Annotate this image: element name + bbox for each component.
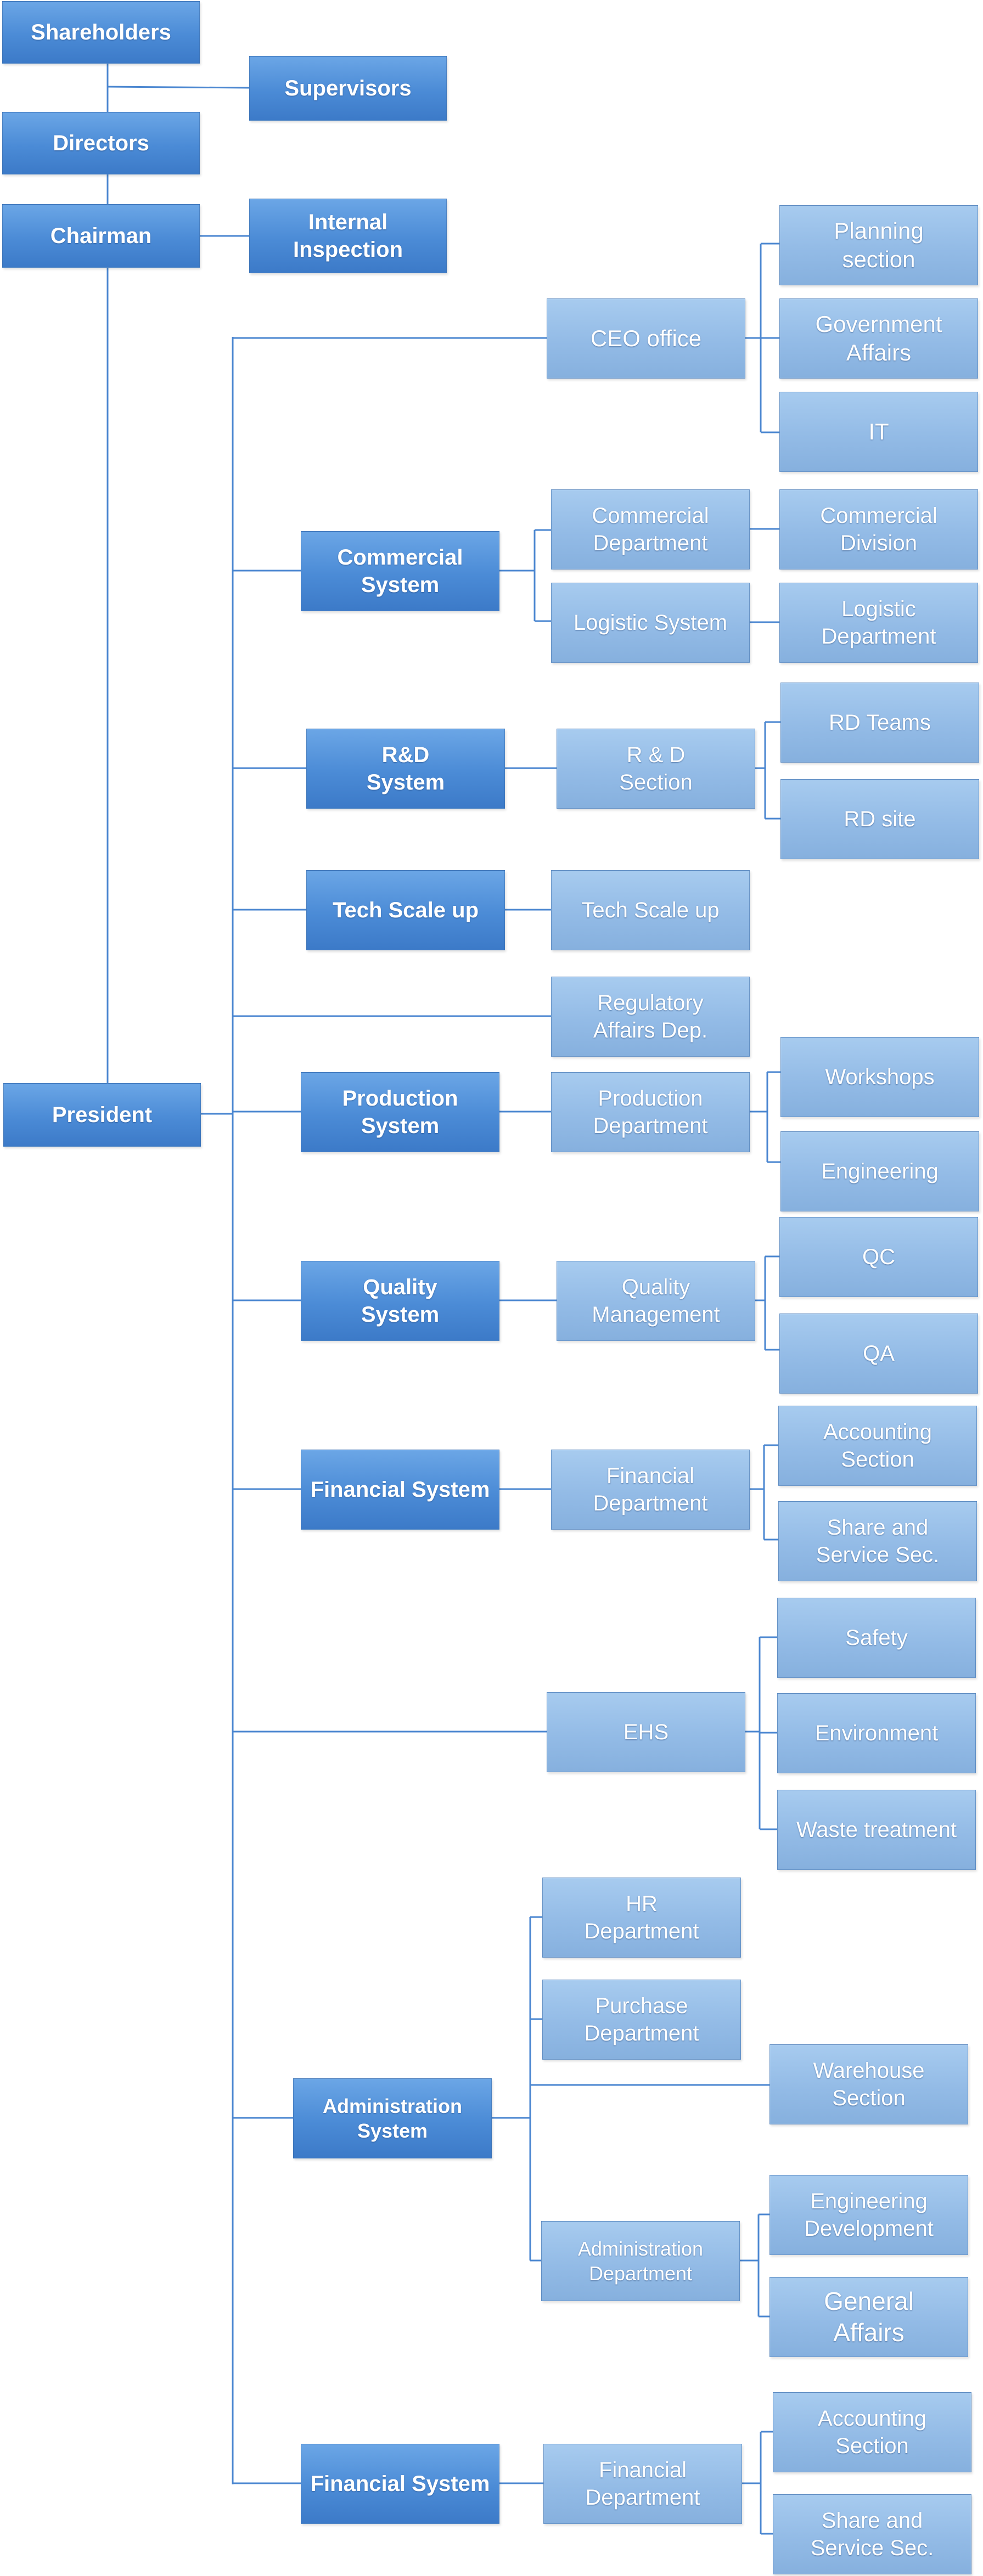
engineering-box: Engineering: [780, 1131, 979, 1211]
government-affairs-box: Government Affairs: [779, 298, 978, 379]
administration-system-box: Administration System: [293, 2078, 492, 2158]
hr-department-box: HR Department: [542, 1878, 741, 1958]
share-service-2-box: Share and Service Sec.: [773, 2494, 971, 2574]
it-box: IT: [779, 392, 978, 472]
rd-section-box: R & D Section: [557, 729, 755, 809]
commercial-division-box: Commercial Division: [779, 489, 978, 570]
financial-system-1-box: Financial System: [301, 1450, 499, 1530]
internal-inspection-box: Internal Inspection: [249, 199, 447, 273]
shareholders-box: Shareholders: [2, 1, 200, 64]
ceo-office-box: CEO office: [547, 298, 745, 379]
tech-scale-up-system-box: Tech Scale up: [306, 870, 505, 950]
regulatory-affairs-box: Regulatory Affairs Dep.: [551, 977, 750, 1057]
logistic-system-box: Logistic System: [551, 583, 750, 663]
engineering-development-box: Engineering Development: [769, 2175, 968, 2255]
qc-box: QC: [779, 1217, 978, 1297]
administration-department-box: Administration Department: [541, 2221, 740, 2301]
president-box: President: [3, 1083, 201, 1147]
quality-management-box: Quality Management: [557, 1261, 755, 1341]
waste-treatment-box: Waste treatment: [777, 1790, 976, 1870]
connector-line: [107, 86, 250, 89]
qa-box: QA: [779, 1314, 978, 1394]
quality-system-box: Quality System: [301, 1261, 499, 1341]
production-department-box: Production Department: [551, 1072, 750, 1152]
rd-site-box: RD site: [780, 779, 979, 859]
financial-system-2-box: Financial System: [301, 2444, 499, 2524]
directors-box: Directors: [2, 112, 200, 174]
warehouse-section-box: Warehouse Section: [769, 2044, 968, 2124]
general-affairs-box: General Affairs: [769, 2277, 968, 2357]
planning-section-box: Planning section: [779, 205, 978, 285]
production-system-box: Production System: [301, 1072, 499, 1152]
workshops-box: Workshops: [780, 1037, 979, 1117]
environment-box: Environment: [777, 1693, 976, 1773]
supervisors-box: Supervisors: [249, 56, 447, 121]
financial-department-2-box: Financial Department: [543, 2444, 742, 2524]
safety-box: Safety: [777, 1598, 976, 1678]
share-service-1-box: Share and Service Sec.: [778, 1501, 977, 1581]
tech-scale-up-box: Tech Scale up: [551, 870, 750, 950]
purchase-department-box: Purchase Department: [542, 1980, 741, 2060]
accounting-section-1-box: Accounting Section: [778, 1406, 977, 1486]
logistic-department-box: Logistic Department: [779, 583, 978, 663]
accounting-section-2-box: Accounting Section: [773, 2392, 971, 2472]
ehs-box: EHS: [547, 1692, 745, 1772]
chairman-box: Chairman: [2, 204, 200, 268]
commercial-system-box: Commercial System: [301, 531, 499, 611]
commercial-department-box: Commercial Department: [551, 489, 750, 570]
rd-teams-box: RD Teams: [780, 683, 979, 763]
financial-department-1-box: Financial Department: [551, 1450, 750, 1530]
rd-system-box: R&D System: [306, 729, 505, 809]
